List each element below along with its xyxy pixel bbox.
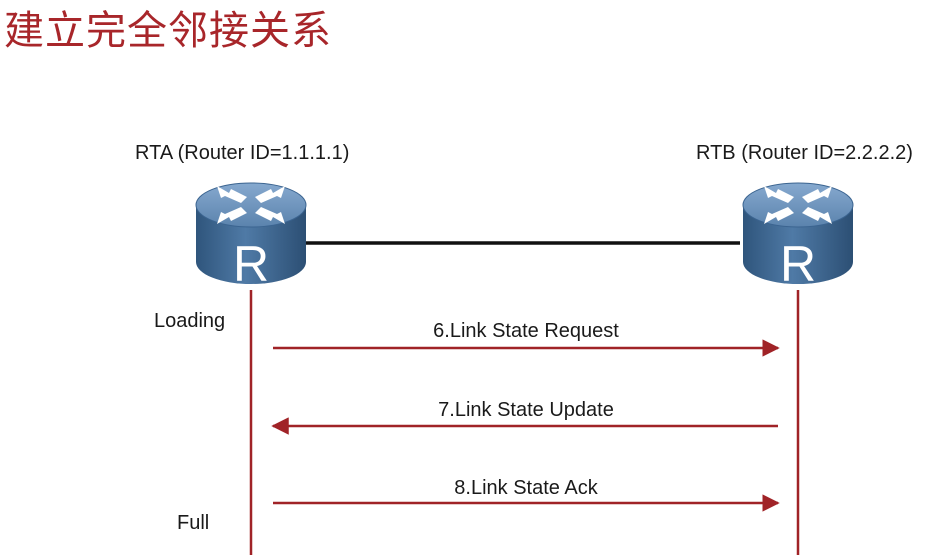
rtb-router-glyph: R xyxy=(780,236,816,292)
message-link-state-update: 7.Link State Update xyxy=(438,399,614,421)
message-link-state-request: 6.Link State Request xyxy=(433,320,619,342)
rta-label: RTA (Router ID=1.1.1.1) xyxy=(135,142,350,164)
rtb-label: RTB (Router ID=2.2.2.2) xyxy=(696,142,913,164)
rta-router-icon: R xyxy=(195,182,307,292)
rtb-router-icon: R xyxy=(742,182,854,292)
rta-router-glyph: R xyxy=(233,236,269,292)
message-link-state-ack: 8.Link State Ack xyxy=(454,477,598,499)
state-full: Full xyxy=(177,512,210,534)
state-loading: Loading xyxy=(154,310,226,332)
page-title: 建立完全邻接关系 xyxy=(4,8,332,54)
